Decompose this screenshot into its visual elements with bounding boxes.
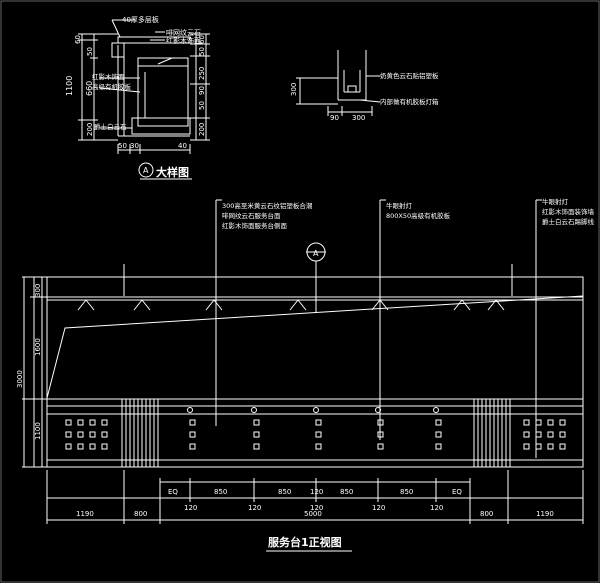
detail-dim-r-1: 60 <box>198 35 206 44</box>
detail-dim-h-3: 40 <box>178 142 187 150</box>
callout-right-1: 牛眼射灯 <box>542 197 569 206</box>
detail-label-2: 啡网纹云石 <box>166 28 201 37</box>
detail-dim-v-2: 50 <box>86 47 94 56</box>
elevation-section-marker: A <box>313 249 319 258</box>
elevation-outline <box>46 276 584 468</box>
elevation-text: 300高至米黄云石纹铝塑板合潮 啡网纹云石服务台面 红影木饰面服务台侧面 牛眼射… <box>16 197 595 549</box>
lightbox-columns-center <box>189 419 442 450</box>
detail-dim-v-3: 1100 <box>65 76 74 96</box>
elev-dim-v-4: 1100 <box>34 422 42 440</box>
elev-dim-v-3: 3000 <box>16 370 24 388</box>
section-dim-h-2: 300 <box>352 114 365 122</box>
detail-dim-h-1: 50 <box>118 142 127 150</box>
detail-title: 大样图 <box>156 165 189 179</box>
elev-dim-row3-3: 5000 <box>304 510 322 518</box>
detail-dim-v-4: 660 <box>85 81 94 96</box>
detail-dim-r-2: 50 <box>198 47 206 56</box>
callout-left-3: 红影木饰面服务台侧面 <box>222 221 288 230</box>
elev-dim-row3-2: 800 <box>134 510 147 518</box>
side-panel-right <box>473 399 511 467</box>
detail-dim-h-2: 30 <box>130 142 139 150</box>
section-dim-v: 300 <box>290 83 298 96</box>
callout-left-2: 啡网纹云石服务台面 <box>222 211 281 220</box>
callout-right-2: 红影木饰面装饰墙 <box>542 207 595 216</box>
section-drawing <box>296 50 381 116</box>
section-text: 300 90 300 奶黄色云石贴铝塑板 内部做有机胶板灯箱 <box>290 71 439 122</box>
detail-dim-v-5: 200 <box>86 123 94 136</box>
detail-label-4: 红影木饰面 <box>92 72 125 81</box>
elev-dim-row2-1: 120 <box>184 504 197 512</box>
elev-dim-row1-3: 850 <box>278 488 291 496</box>
detail-dim-v-1: 60 <box>74 35 82 44</box>
detail-marker-letter: A <box>143 166 149 175</box>
detail-dim-r-3: 250 <box>198 67 206 80</box>
callout-right-3: 爵士白云石踢脚线 <box>542 217 595 226</box>
detail-label-6: 爵士白云石 <box>94 122 127 131</box>
detail-dim-r-6: 200 <box>198 123 206 136</box>
elev-dim-row2-4: 120 <box>372 504 385 512</box>
detail-label-1: 40厚多层板 <box>122 15 159 24</box>
detail-drawing <box>78 19 210 180</box>
elev-dim-row3-5: 1190 <box>536 510 554 518</box>
elev-dim-row3-1: 1190 <box>76 510 94 518</box>
elev-dim-v-1: 300 <box>34 284 42 297</box>
spotlights <box>77 299 505 311</box>
detail-countertop <box>117 36 191 44</box>
elevation-drawing <box>22 199 584 552</box>
elev-dim-row1-2: 850 <box>214 488 227 496</box>
detail-label-3: 红影木饰面 <box>166 36 201 45</box>
callout-mid-2: 800X50高级有机胶板 <box>386 211 451 220</box>
elev-dim-v-2: 1600 <box>34 338 42 356</box>
callout-left-1: 300高至米黄云石纹铝塑板合潮 <box>222 201 313 210</box>
detail-base <box>131 117 191 135</box>
callout-mid-1: 牛眼射灯 <box>386 201 413 210</box>
elev-dim-row1-4: 120 <box>310 488 323 496</box>
elevation-title: 服务台1正视图 <box>268 535 342 549</box>
elev-dim-row2-2: 120 <box>248 504 261 512</box>
elev-dim-row1-6: 850 <box>400 488 413 496</box>
detail-label-5: 高级有机胶板 <box>92 82 132 91</box>
elev-dim-row3-4: 800 <box>480 510 493 518</box>
elev-dim-row1-7: EQ <box>452 488 462 496</box>
elev-dim-row2-3: 120 <box>310 504 323 512</box>
side-panel-left <box>121 399 159 467</box>
detail-text: 40厚多层板 啡网纹云石 红影木饰面 红影木饰面 高级有机胶板 爵士白云石 60… <box>65 15 206 179</box>
counter-fixtures <box>187 407 439 413</box>
section-label-2: 内部做有机胶板灯箱 <box>380 97 439 106</box>
elev-dim-row1-1: EQ <box>168 488 178 496</box>
section-dim-h-1: 90 <box>330 114 339 122</box>
section-label-1: 奶黄色云石贴铝塑板 <box>380 71 439 80</box>
elev-dim-row2-5: 120 <box>430 504 443 512</box>
lightbox-grid-left <box>65 419 108 450</box>
lightbox-grid-right <box>523 419 566 450</box>
elev-dim-row1-5: 850 <box>340 488 353 496</box>
detail-dim-r-5: 50 <box>198 101 206 110</box>
detail-dim-r-4: 90 <box>198 86 206 95</box>
